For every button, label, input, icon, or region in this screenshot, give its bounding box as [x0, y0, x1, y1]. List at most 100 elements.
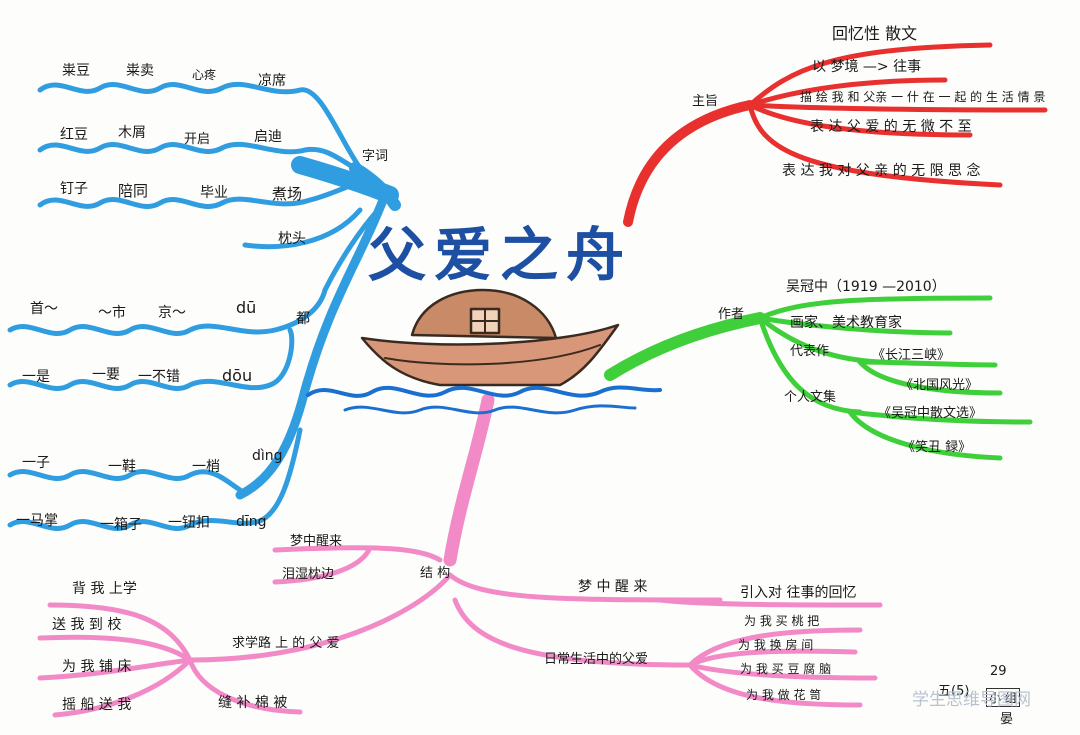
- word-item: 煮场: [272, 185, 303, 203]
- author-essay1-line: [847, 409, 1033, 425]
- author-works-label: 代表作: [790, 344, 830, 359]
- structure-left-top-1: [272, 545, 443, 563]
- theme-branches: [623, 42, 1048, 227]
- word-item: 一梢: [192, 459, 220, 475]
- words-row2-line: [37, 141, 361, 173]
- pinyin-label: dīng: [236, 514, 267, 530]
- structure-road1: [47, 602, 193, 663]
- author-name-line: [757, 295, 993, 321]
- author-essays-label: 个人文集: [784, 390, 837, 405]
- structure-item: 背 我 上学: [72, 581, 137, 597]
- author-essay: 《吴冠中散文选》: [878, 406, 983, 421]
- structure-item: 梦 中 醒 来: [578, 579, 648, 595]
- structure-item: 引入对 往事的回忆: [740, 585, 857, 601]
- word-item: 一子: [22, 455, 50, 471]
- theme-item: 表 达 我 对 父 亲 的 无 限 思 念: [782, 163, 981, 179]
- pinyin-label: dū: [236, 298, 257, 317]
- structure-item: 泪湿枕边: [282, 567, 335, 582]
- structure-road3: [37, 657, 193, 681]
- structure-item: 为 我 做 花 笥: [746, 688, 822, 702]
- theme-item2-line: [747, 77, 948, 108]
- word-item: 启迪: [254, 129, 282, 145]
- word-item: 京～: [158, 305, 186, 321]
- map-title: 父爱之舟: [368, 221, 633, 289]
- author-hub-label: 作者: [718, 307, 745, 322]
- structure-right-detail: [657, 597, 883, 608]
- word-item: 木屑: [118, 125, 146, 141]
- structure-road-line: [187, 572, 453, 663]
- words-ding2-line: [7, 427, 303, 531]
- boat-hull: [360, 323, 620, 387]
- words-row4-line: [242, 207, 363, 250]
- structure-item: 梦中醒来: [290, 534, 343, 549]
- structure-daily4: [687, 662, 863, 708]
- words-ding1-line: [7, 469, 243, 493]
- signature-group: 小 组: [986, 688, 1020, 707]
- author-name: 吴冠中（1919 —2010）: [786, 279, 946, 295]
- word-item: 粜卖: [126, 63, 154, 79]
- structure-hub-label: 结 构: [420, 566, 451, 581]
- word-item: 凉席: [258, 73, 286, 89]
- signature-class: 五(5): [938, 684, 970, 699]
- theme-item3-line: [747, 102, 1048, 113]
- word-item: 枕头: [278, 231, 306, 247]
- author-essay2-line: [847, 409, 1003, 461]
- words-hub-label: 字词: [362, 149, 389, 164]
- structure-item: 为 我 买 桃 把: [744, 614, 820, 628]
- author-work1-line: [857, 359, 998, 368]
- structure-left-top-2: [272, 545, 373, 585]
- author-branches: [604, 295, 1033, 461]
- words-row1-line: [37, 81, 363, 171]
- structure-road-label: 求学路 上 的 父 爱: [232, 636, 340, 651]
- word-item: 首～: [30, 301, 58, 317]
- structure-daily2: [687, 648, 858, 668]
- theme-item: 表 达 父 爱 的 无 微 不 至: [810, 119, 972, 135]
- author-work: 《北国风光》: [900, 378, 979, 393]
- structure-daily-line: [452, 597, 693, 668]
- pinyin-label: dìng: [252, 448, 283, 464]
- water-wave2: [343, 404, 637, 415]
- water-wave1: [306, 385, 662, 398]
- word-item: 一钮扣: [168, 515, 210, 531]
- theme-item: 回忆性 散文: [832, 24, 918, 43]
- theme-item5-line: [747, 102, 1003, 188]
- word-item: 心疼: [192, 68, 217, 82]
- theme-item: 以 梦境 —> 往事: [812, 59, 922, 75]
- word-item: 一箱子: [100, 517, 142, 533]
- word-item: 一马掌: [16, 513, 58, 529]
- theme-trunk: [623, 100, 755, 227]
- author-trunk: [604, 312, 766, 381]
- word-item: 一不错: [138, 369, 180, 385]
- author-role-line: [757, 315, 953, 336]
- structure-item: 缝 补 棉 被: [218, 695, 288, 711]
- word-item: ～市: [98, 305, 126, 321]
- structure-road2: [37, 634, 193, 663]
- word-item: 毕业: [200, 185, 228, 201]
- author-work: 《长江三峡》: [872, 348, 951, 363]
- structure-branches: [37, 393, 883, 718]
- word-item: 粜豆: [62, 63, 90, 79]
- word-item: 开启: [184, 132, 211, 147]
- polyphone-char: 都: [296, 311, 310, 327]
- author-role: 画家、美术教育家: [790, 315, 902, 331]
- words-main-trunk: [235, 190, 390, 500]
- structure-item: 送 我 到 校: [52, 617, 122, 633]
- structure-daily3: [687, 662, 878, 681]
- word-item: 钉子: [60, 181, 88, 197]
- theme-item4-line: [747, 102, 973, 138]
- pinyin-label: dōu: [222, 366, 253, 385]
- author-work2-line: [857, 359, 1003, 396]
- watermark-text: 学生思维导图网: [912, 690, 1031, 710]
- word-item: 一鞋: [108, 459, 136, 475]
- word-item: 一是: [22, 369, 50, 385]
- words-branches: [7, 81, 401, 531]
- signature-number: 29: [990, 664, 1007, 679]
- word-item: 红豆: [60, 127, 88, 143]
- author-essays-line: [757, 315, 863, 415]
- author-essay: 《笑丑 録》: [902, 440, 972, 455]
- boat-illustration: [306, 288, 662, 415]
- structure-daily1: [687, 627, 863, 668]
- words-row3-line: [37, 177, 368, 209]
- structure-item: 为 我 买 豆 腐 脑: [740, 662, 832, 676]
